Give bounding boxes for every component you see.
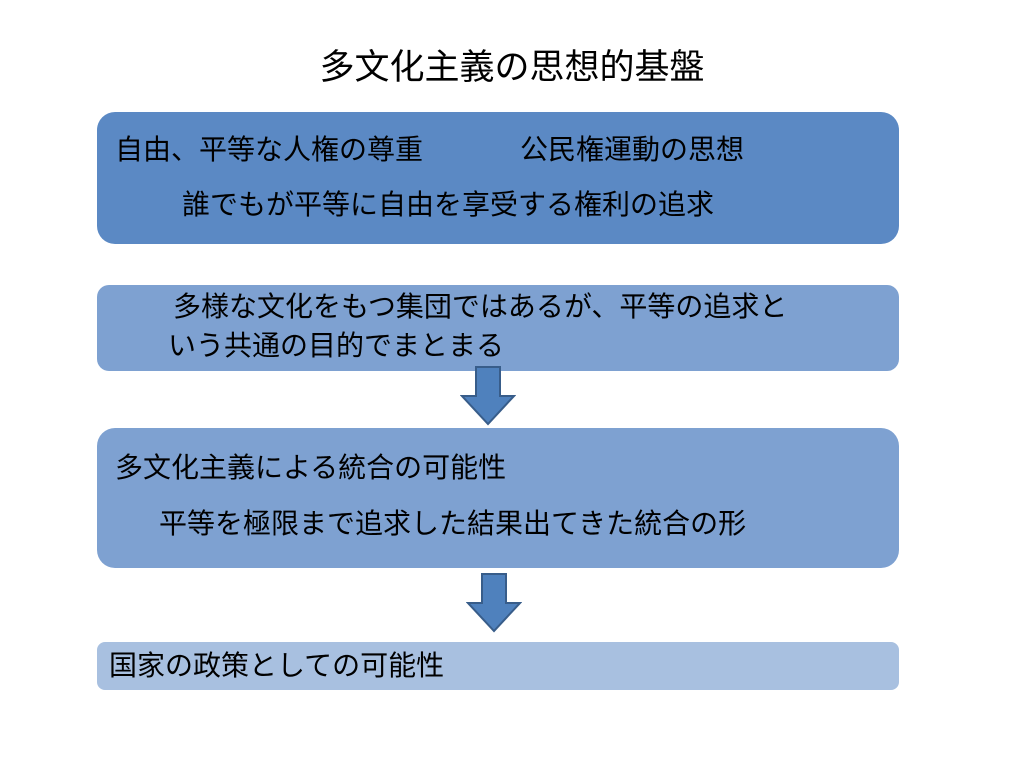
box2-line2: いう共通の目的でまとまる [168,329,505,362]
box3-line1: 多文化主義による統合の可能性 [115,451,507,484]
box1-line1b: 公民権運動の思想 [520,133,745,166]
box4-line1: 国家の政策としての可能性 [109,649,445,682]
down-arrow-icon [466,573,522,633]
box-integration-possibility: 多文化主義による統合の可能性 平等を極限まで追求した結果出てきた統合の形 [97,428,899,568]
down-arrow-icon [460,366,516,426]
box-national-policy: 国家の政策としての可能性 [97,642,899,690]
box2-line1: 多様な文化をもつ集団ではあるが、平等の追求と [173,290,788,323]
box1-line1a: 自由、平等な人権の尊重 [115,133,424,166]
box-civil-rights-thought: 自由、平等な人権の尊重 公民権運動の思想 誰でもが平等に自由を享受する権利の追求 [97,112,899,244]
box3-line2: 平等を極限まで追求した結果出てきた統合の形 [159,507,747,540]
page-title: 多文化主義の思想的基盤 [319,48,705,88]
box-common-goal: 多様な文化をもつ集団ではあるが、平等の追求と いう共通の目的でまとまる [97,285,899,371]
box1-line2: 誰でもが平等に自由を享受する権利の追求 [182,188,715,221]
